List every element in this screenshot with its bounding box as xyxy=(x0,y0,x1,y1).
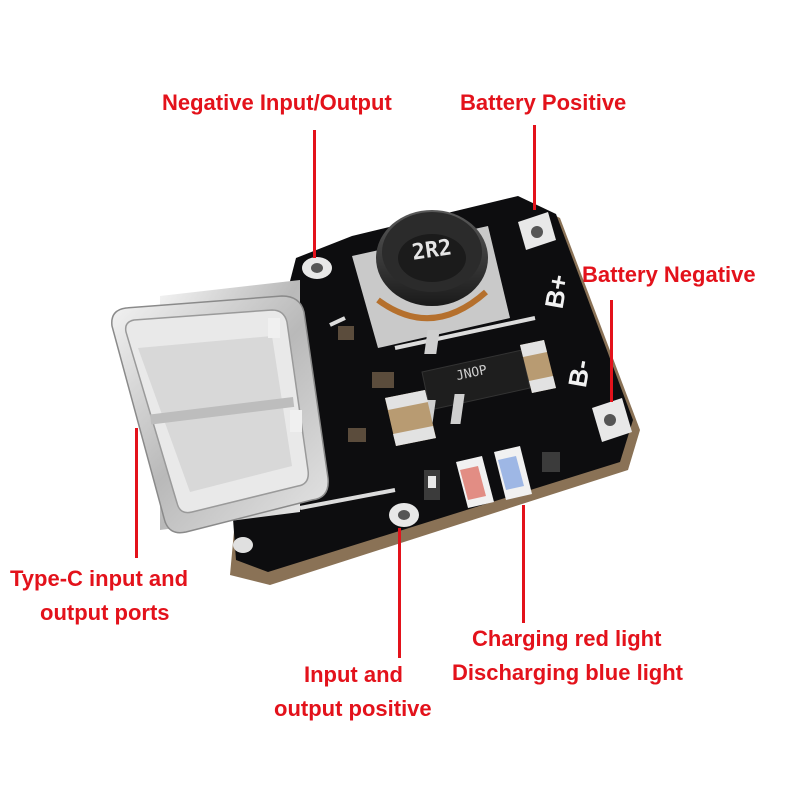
inductor xyxy=(352,210,510,348)
leader-typec xyxy=(135,428,138,558)
resistor-1 xyxy=(338,326,354,340)
pad-bottom-left xyxy=(233,537,253,553)
leader-led xyxy=(522,505,525,623)
pad-battery-negative xyxy=(592,398,632,442)
b-plus-marking: B+ xyxy=(538,272,575,311)
leader-negative-io xyxy=(313,130,316,258)
label-input-positive-line1: Input and xyxy=(304,662,403,687)
label-typec-line2: output ports xyxy=(40,600,170,625)
label-input-positive-line2: output positive xyxy=(274,696,432,721)
label-led-line2: Discharging blue light xyxy=(452,660,684,685)
resistor-2 xyxy=(372,372,394,388)
label-led-line1: Charging red light xyxy=(472,626,662,651)
led-blue xyxy=(494,446,532,500)
pad-battery-positive xyxy=(518,212,556,250)
label-battery-positive: Battery Positive xyxy=(460,90,627,115)
resistor-3 xyxy=(348,428,366,442)
label-typec-line1: Type-C input and xyxy=(10,566,189,591)
label-battery-negative: Battery Negative xyxy=(582,262,756,287)
leader-input-positive xyxy=(398,528,401,658)
resistor-4 xyxy=(542,452,560,472)
led-red xyxy=(456,456,494,508)
label-negative-io: Negative Input/Output xyxy=(162,90,392,115)
capacitor-right xyxy=(520,340,556,393)
pad-negative-io xyxy=(302,257,332,279)
capacitor-large xyxy=(385,390,436,446)
leader-battery-positive xyxy=(533,125,536,210)
typec-connector xyxy=(111,280,329,534)
b-minus-marking: B- xyxy=(562,357,597,390)
pad-input-positive xyxy=(389,503,419,527)
leader-battery-negative xyxy=(610,300,613,402)
